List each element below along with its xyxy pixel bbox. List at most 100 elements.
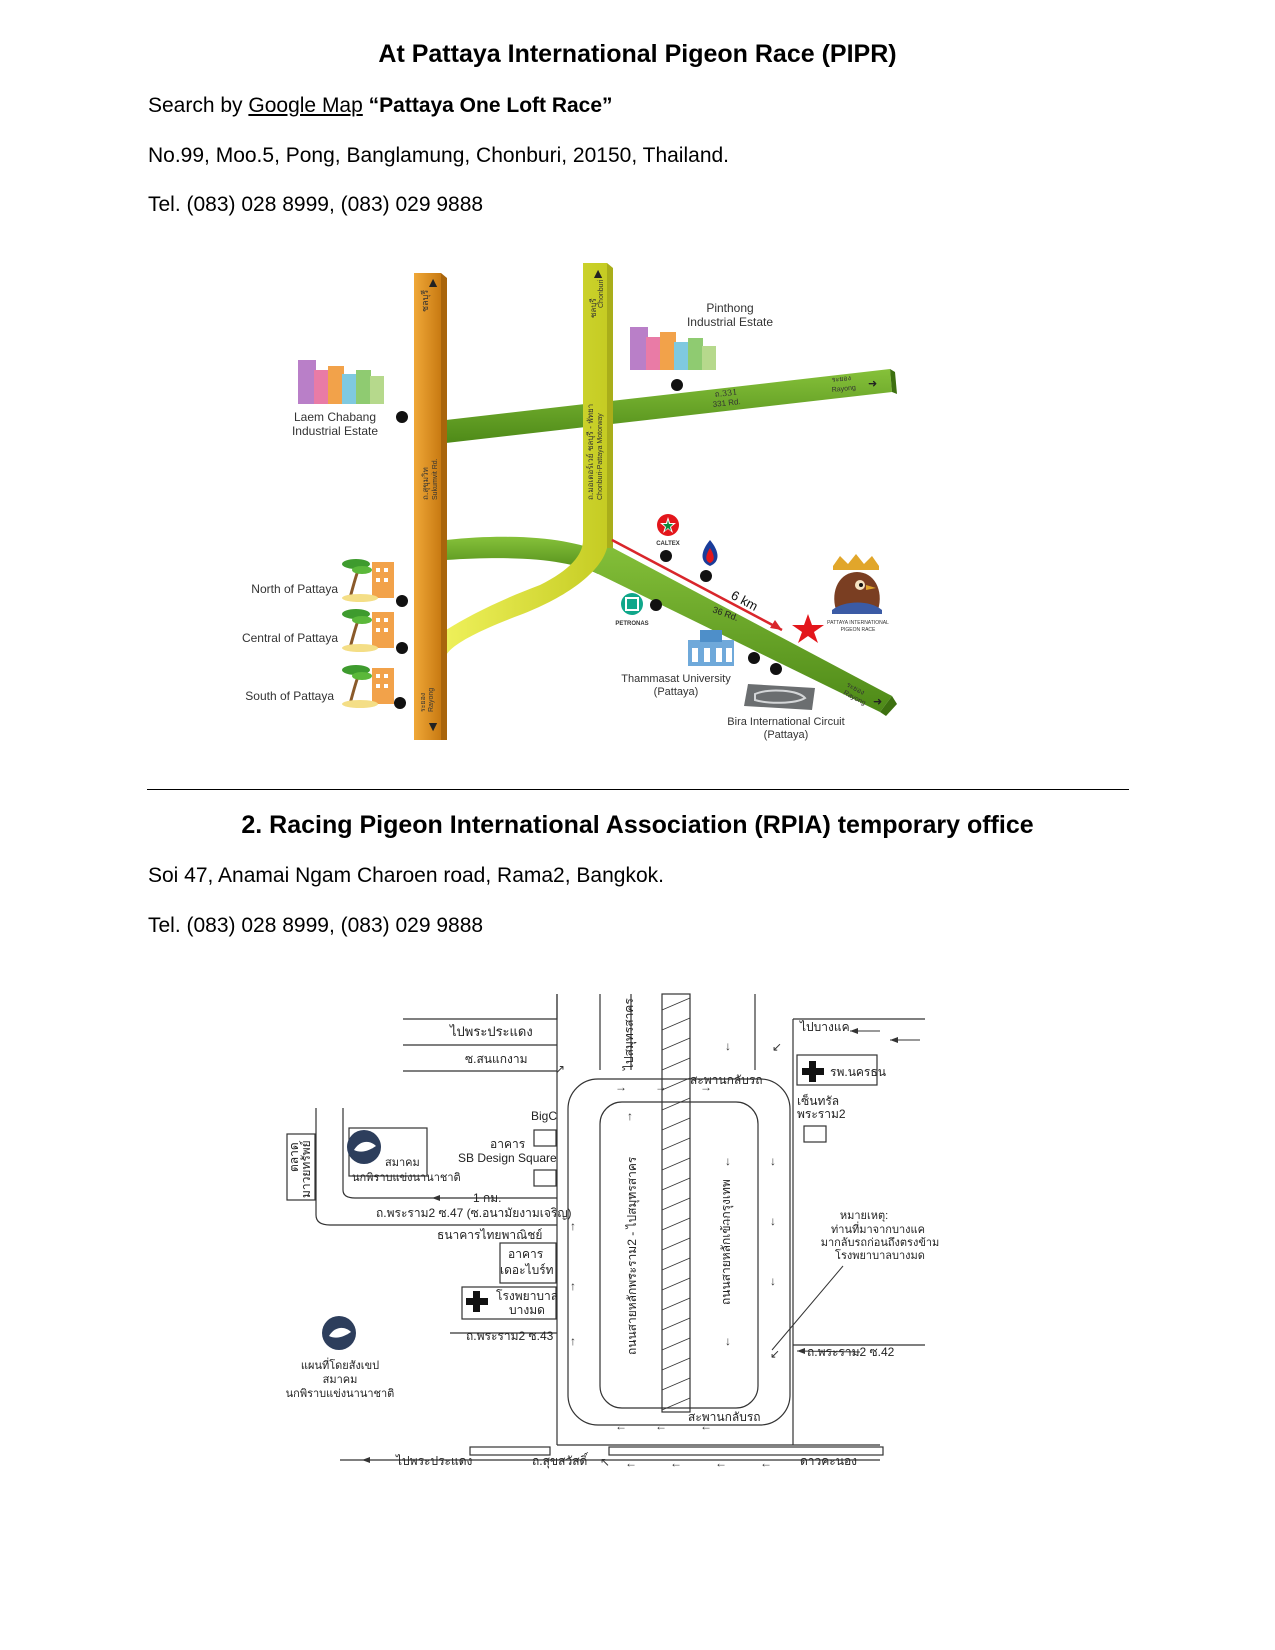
road-331 <box>446 369 892 443</box>
building-tower-label-2: เดอะไบร์ท <box>500 1263 554 1277</box>
bridge-top-label: สะพานกลับรถ <box>690 1073 763 1087</box>
suksawat-label: ถ.สุขสวัสดิ์ <box>532 1452 589 1469</box>
google-map-link[interactable]: Google Map <box>248 94 363 117</box>
svg-text:↑: ↑ <box>627 1109 633 1123</box>
caption-dove-icon <box>322 1316 356 1350</box>
laem-chabang-buildings-icon <box>298 360 384 404</box>
motorway-th-label: ถ.มอเตอร์เวย์ ชลบุรี - พัทยา <box>585 404 595 500</box>
svg-text:→: → <box>655 1080 667 1094</box>
central-rama2-label-2: พระราม2 <box>797 1107 846 1121</box>
pinthong-label-2: Industrial Estate <box>687 315 773 329</box>
note-label-1: หมายเหตุ: <box>840 1210 888 1222</box>
bridge-bottom-label: สะพานกลับรถ <box>688 1410 761 1424</box>
soi47-label: ถ.พระราม2 ซ.47 (ซ.อนามัยงามเจริญ) <box>376 1206 572 1220</box>
rpia-address: Soi 47, Anamai Ngam Charoen road, Rama2,… <box>148 864 664 887</box>
thammasat-label-1: Thammasat University <box>621 673 731 685</box>
sukhumvit-label: Sukumvit Rd. <box>432 458 439 500</box>
svg-text:←: ← <box>670 1456 682 1470</box>
pipr-star-icon <box>792 614 824 643</box>
soi42-label: ถ.พระราม2 ซ.42 <box>807 1345 895 1359</box>
chonburi-th-label-2: ชลบุรี <box>589 298 598 318</box>
pipr-pigeon-logo <box>832 554 882 614</box>
south-pattaya-palm-icon <box>342 665 394 708</box>
nakhon-thon-label: รพ.นครธน <box>830 1065 886 1079</box>
road-36 <box>590 540 892 712</box>
central-pattaya-palm-icon <box>342 609 394 652</box>
search-query: “Pattaya One Loft Race” <box>368 94 613 117</box>
svg-text:←: ← <box>700 1419 712 1433</box>
svg-text:▲: ▲ <box>591 265 605 281</box>
map-caption-2: สมาคม <box>323 1374 358 1386</box>
svg-text:▼: ▼ <box>426 718 440 734</box>
map-caption-3: นกพิราบแข่งนานาชาติ <box>286 1388 395 1400</box>
chonburi-th-label: ชลบุรี <box>420 290 431 312</box>
rpia-tel: Tel. (083) 028 8999, (083) 029 9888 <box>148 914 484 937</box>
petronas-logo-icon <box>621 593 643 615</box>
rayong-th-label: ระยอง <box>419 693 427 712</box>
svg-text:←: ← <box>615 1419 627 1433</box>
sb-design-label-1: อาคาร <box>490 1137 526 1151</box>
svg-text:←: ← <box>760 1456 772 1470</box>
map-caption-1: แผนที่โดยสังเขป <box>301 1357 379 1372</box>
to-samut-sakhon-label: ไปสมุทรสาคร <box>622 998 637 1071</box>
pipr-tel: Tel. (083) 028 8999, (083) 029 9888 <box>148 193 484 216</box>
soi43-label: ถ.พระราม2 ซ.43 <box>466 1329 554 1343</box>
pipr-logo-text-1: PATTAYA INTERNATIONAL <box>827 620 889 626</box>
svg-text:↓: ↓ <box>725 1154 731 1168</box>
association-label-2: นกพิราบแข่งนานาชาติ <box>352 1172 461 1184</box>
road-331-th-label: ถ.331 <box>714 388 737 399</box>
south-pattaya-label: South of Pattaya <box>245 689 334 703</box>
petronas-label: PETRONAS <box>615 621 648 627</box>
svg-text:↙: ↙ <box>770 1347 780 1361</box>
caltex-label: CALTEX <box>656 541 680 547</box>
svg-text:↓: ↓ <box>725 1334 731 1348</box>
soi-sanggam-label: ซ.สนแกงาม <box>465 1052 528 1066</box>
market-label-1: ตลาด <box>287 1142 301 1172</box>
svg-text:↓: ↓ <box>725 1214 731 1228</box>
svg-text:↓: ↓ <box>725 1039 731 1053</box>
central-pattaya-label: Central of Pattaya <box>242 631 338 645</box>
note-label-4: โรงพยาบาลบางมด <box>835 1248 925 1262</box>
svg-text:➜: ➜ <box>868 378 877 390</box>
svg-text:↑: ↑ <box>627 1269 633 1283</box>
laem-chabang-label-2: Industrial Estate <box>292 424 378 438</box>
rayong-331-th: ระยอง <box>831 374 851 384</box>
rayong-331: Rayong <box>831 384 856 393</box>
search-prefix: Search by <box>148 94 249 117</box>
note-label-3: มากลับรถก่อนถึงตรงข้าม <box>821 1237 940 1249</box>
road-331-label: 331 Rd. <box>712 397 741 409</box>
north-pattaya-label: North of Pattaya <box>251 582 338 596</box>
north-pattaya-palm-icon <box>342 559 394 602</box>
bira-label-2: (Pattaya) <box>764 729 809 741</box>
caltex-logo-icon <box>657 514 679 536</box>
bira-label-1: Bira International Circuit <box>727 716 844 728</box>
svg-text:➜: ➜ <box>873 696 882 708</box>
hospital-cross-icon <box>802 1061 824 1082</box>
bangmod-hospital-label-1: โรงพยาบาล <box>496 1289 558 1303</box>
section1-title: At Pattaya International Pigeon Race (PI… <box>378 40 897 68</box>
road-middle-green <box>446 536 600 574</box>
central-rama2-label-1: เซ็นทรัล <box>797 1093 839 1108</box>
one-km-label: 1 กม. <box>473 1191 502 1205</box>
svg-text:→: → <box>615 1080 627 1094</box>
to-pradaeng-top-label: ไปพระประแดง <box>449 1024 533 1039</box>
svg-text:↑: ↑ <box>627 1189 633 1203</box>
bangmod-hospital-label-2: บางมด <box>509 1303 545 1317</box>
main-road-left-label: ถนนสายหลักพระราม2 - ไปสมุทรสาคร <box>625 1156 640 1355</box>
rayong-label: Rayong <box>428 688 435 712</box>
note-label-2: ท่านที่มาจากบางแค <box>831 1221 925 1236</box>
motorway-road <box>446 263 607 656</box>
pipr-logo-text-2: PIGEON RACE <box>841 627 876 633</box>
pinthong-buildings-icon <box>630 327 716 370</box>
dao-khanong-label: ดาวคะนอง <box>800 1454 857 1468</box>
association-dove-icon <box>347 1130 381 1164</box>
motorway-label: Chonburi-Pattaya Motorway <box>597 413 604 500</box>
svg-text:←: ← <box>655 1419 667 1433</box>
svg-text:▲: ▲ <box>426 274 440 290</box>
svg-text:↓: ↓ <box>770 1154 776 1168</box>
section2-title: 2. Racing Pigeon International Associati… <box>241 811 1034 839</box>
svg-text:↙: ↙ <box>772 1040 782 1054</box>
